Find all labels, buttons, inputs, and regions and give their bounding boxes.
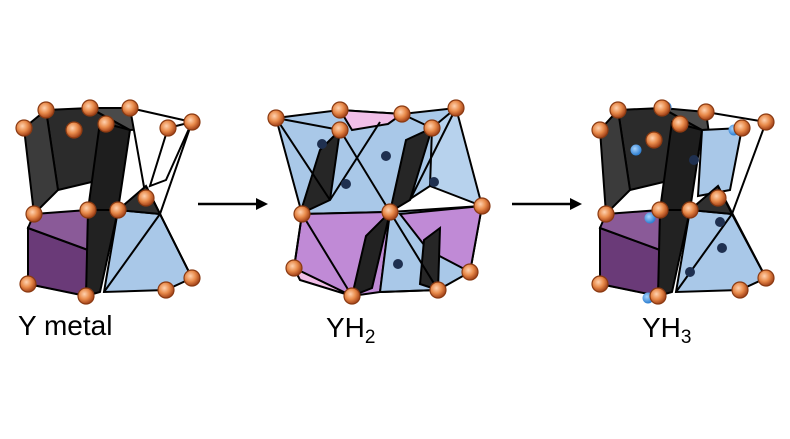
y-atom [597,205,615,223]
y-atom [77,287,95,305]
y-atom [757,113,775,131]
y-atom [183,269,201,287]
y-atom [649,287,667,305]
black-face [656,209,692,298]
y-atom [461,263,479,281]
y-atom [651,201,669,219]
h-atoms-interstitial [685,155,727,277]
y-metal-structure [15,99,201,305]
yh3-label-base: YH [642,312,681,343]
h-atom [341,179,351,189]
h-atom [381,151,391,161]
y-atom [645,131,663,149]
y-atom [159,119,177,137]
h-atom [715,217,725,227]
y-atom [293,205,311,223]
y-atoms [15,99,201,305]
right-arrow-icon [512,198,582,210]
y-atom [331,101,349,119]
y-atom [25,205,43,223]
yh3-structure [591,99,775,305]
y-metal-label: Y metal [18,310,113,341]
h-atom [630,144,642,156]
y-atom [15,119,33,137]
y-atom [81,99,99,117]
black-face [22,108,60,217]
y-atom [709,189,727,207]
y-atom [97,115,115,133]
yh2-label-subscript: 2 [364,327,376,348]
black-face [598,107,632,217]
black-face [350,208,392,298]
pink-face [338,108,405,132]
y-atom [653,99,671,117]
black-face [84,209,120,298]
h-atom [393,259,403,269]
y-atom [447,99,465,117]
y-atom [267,109,285,127]
y-atom [671,115,689,133]
y-atom [79,201,97,219]
y-atom [609,101,627,119]
y-atoms [591,99,775,305]
y-atom [121,99,139,117]
h-atom [317,139,327,149]
y-atom [757,269,775,287]
y-atom [473,197,491,215]
y-atom [731,281,749,299]
yh3-label-subscript: 3 [680,327,692,348]
y-atom [157,281,175,299]
y-atom [109,201,127,219]
h-atom [429,177,439,187]
y-atom [393,105,411,123]
h-atom [717,243,727,253]
y-atom [137,189,155,207]
y-atoms [267,99,491,305]
y-atom [423,119,441,137]
y-atom [343,287,361,305]
yh2-label: YH2 [326,312,375,348]
y-atom [285,259,303,277]
y-atom [19,275,37,293]
y-atom [429,281,447,299]
y-atom [681,201,699,219]
y-atom [183,113,201,131]
y-atom [381,203,399,221]
y-atom [733,119,751,137]
y-atom [591,275,609,293]
h-atom [689,155,699,165]
h-atoms-interstitial [317,139,439,269]
h-atom [685,267,695,277]
y-atom [591,121,609,139]
y-atom [697,103,715,121]
y-atom [37,101,55,119]
yh3-label: YH3 [642,312,691,348]
yh2-label-base: YH [326,312,365,343]
right-arrow-icon [198,198,268,210]
yh2-structure [267,99,491,305]
y-atom [65,121,83,139]
y-atom [331,121,349,139]
h-atom [644,212,656,224]
